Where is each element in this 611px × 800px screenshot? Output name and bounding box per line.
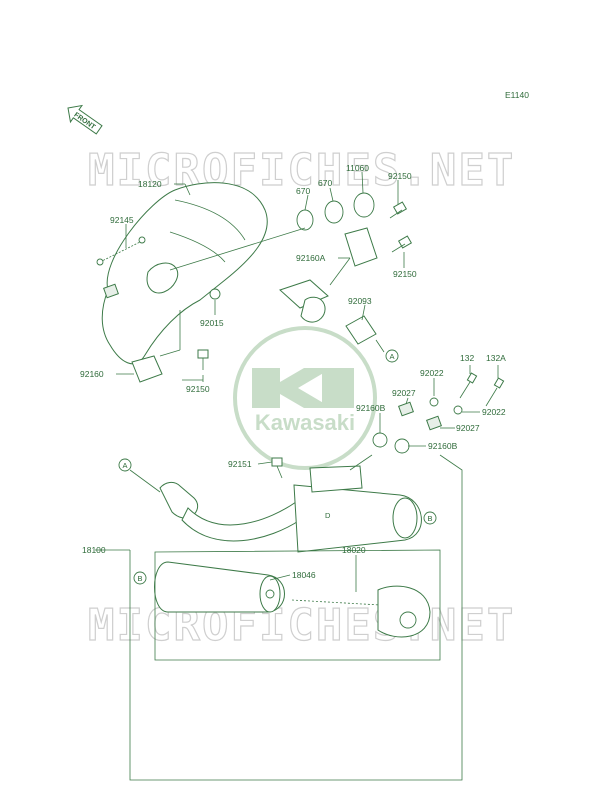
label-132: 132 bbox=[460, 353, 474, 363]
label-92093: 92093 bbox=[348, 296, 372, 306]
muffler-internals bbox=[154, 561, 431, 638]
label-92027-b: 92027 bbox=[456, 423, 480, 433]
bolt-92151 bbox=[271, 457, 283, 479]
label-18020: 18020 bbox=[342, 545, 366, 555]
label-92145: 92145 bbox=[110, 215, 134, 225]
label-18120: 18120 bbox=[138, 179, 162, 189]
label-18100: 18100 bbox=[82, 545, 106, 555]
grommet-92160B-a bbox=[372, 432, 388, 448]
label-92160B-b: 92160B bbox=[428, 441, 458, 451]
svg-text:B: B bbox=[137, 574, 142, 583]
diagram-code: E1140 bbox=[505, 90, 529, 100]
label-92027-a: 92027 bbox=[392, 388, 416, 398]
label-92015: 92015 bbox=[200, 318, 224, 328]
label-92160A: 92160A bbox=[296, 253, 326, 263]
bolt-132A bbox=[485, 377, 505, 407]
bracket-92160 bbox=[131, 355, 163, 383]
grommet-92160B-b bbox=[394, 438, 410, 454]
ref-B-right: B bbox=[423, 511, 437, 525]
bolt-132 bbox=[459, 372, 478, 399]
ref-A-upper: A bbox=[385, 349, 399, 363]
ref-A-lower: A bbox=[118, 458, 132, 472]
collar-92027-a bbox=[398, 401, 414, 417]
label-92150-a: 92150 bbox=[388, 171, 412, 181]
bolt-92150-c bbox=[197, 349, 209, 370]
gasket-670-b bbox=[324, 200, 344, 224]
spring-92145 bbox=[96, 236, 146, 266]
muffler-inner-mark: D bbox=[325, 511, 331, 520]
svg-text:A: A bbox=[389, 352, 394, 361]
front-arrow-icon: FRONT bbox=[67, 104, 103, 135]
kawasaki-logo: Kawasaki bbox=[233, 326, 377, 470]
group-box-18020 bbox=[154, 549, 441, 661]
svg-text:B: B bbox=[427, 514, 432, 523]
washer-92022-b bbox=[453, 405, 463, 415]
svg-text:A: A bbox=[122, 461, 127, 470]
washer-92022-a bbox=[429, 397, 439, 407]
gasket-670-a bbox=[296, 209, 314, 231]
watermark-bottom: MICROFICHES.NET bbox=[88, 600, 515, 651]
bolt-92150-b bbox=[391, 235, 413, 253]
label-670-b: 670 bbox=[318, 178, 332, 188]
label-92022-b: 92022 bbox=[482, 407, 506, 417]
label-11060: 11060 bbox=[346, 163, 369, 173]
bracket-92160A bbox=[344, 227, 378, 267]
logo-wordmark: Kawasaki bbox=[255, 410, 355, 435]
label-132A: 132A bbox=[486, 353, 506, 363]
label-92160B-a: 92160B bbox=[356, 403, 386, 413]
muffler-18100: D bbox=[159, 465, 422, 553]
exhaust-pipe-18120 bbox=[101, 182, 329, 365]
watermark-top: MICROFICHES.NET bbox=[88, 145, 515, 196]
label-18046: 18046 bbox=[292, 570, 316, 580]
leader-lines bbox=[95, 171, 499, 592]
label-92150-c: 92150 bbox=[186, 384, 210, 394]
label-92160: 92160 bbox=[80, 369, 104, 379]
gasket-11060 bbox=[353, 192, 375, 218]
group-box-18100 bbox=[129, 454, 463, 781]
collar-92027-b bbox=[426, 415, 442, 431]
label-670-a: 670 bbox=[296, 186, 310, 196]
ref-B-left: B bbox=[133, 571, 147, 585]
label-92151: 92151 bbox=[228, 459, 252, 469]
collar-92093 bbox=[345, 315, 377, 345]
label-92150-b: 92150 bbox=[393, 269, 417, 279]
label-92022-a: 92022 bbox=[420, 368, 444, 378]
pipe-clip bbox=[103, 283, 119, 299]
washer-92015 bbox=[209, 288, 221, 300]
part-labels: 18120 670 670 11060 92150 92145 92160A 9… bbox=[80, 163, 506, 580]
